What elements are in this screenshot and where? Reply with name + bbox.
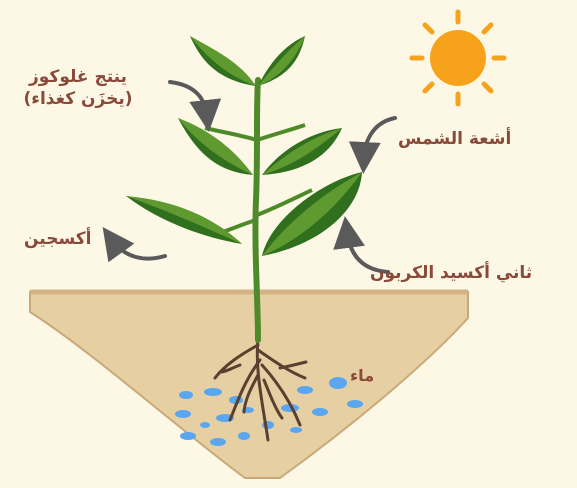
glucose-label: ينتج غلوكوز (يخزَن كغذاء)	[8, 66, 148, 110]
arrow-glucose	[170, 82, 207, 116]
glucose-label-line1: ينتج غلوكوز	[8, 66, 148, 88]
stem	[255, 80, 258, 340]
oxygen-label: أكسجين	[24, 228, 92, 250]
glucose-label-line2: (يخزَن كغذاء)	[8, 88, 148, 110]
co2-label: ثاني أكسيد الكربون	[370, 262, 532, 284]
leaf-low-left	[126, 196, 242, 244]
sunlight-label: أشعة الشمس	[398, 128, 511, 150]
arrow-sunlight	[364, 118, 395, 158]
soil	[30, 292, 468, 478]
arrow-oxygen	[112, 240, 165, 259]
sun-icon	[412, 12, 504, 104]
water-label: ماء	[350, 365, 374, 387]
